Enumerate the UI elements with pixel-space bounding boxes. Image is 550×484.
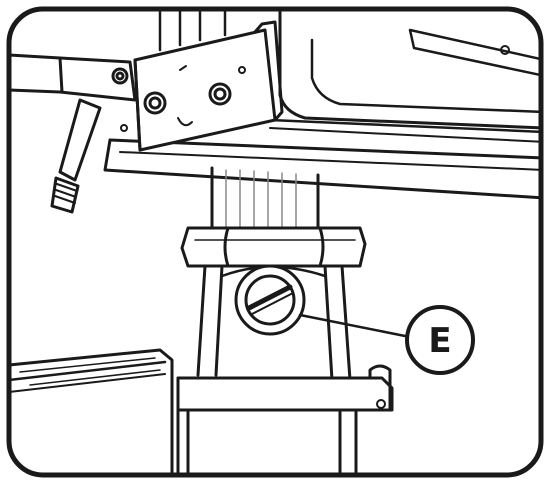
hex-nut <box>180 226 367 268</box>
drawing-group <box>9 9 541 475</box>
lower-left-plate <box>9 348 174 475</box>
mounting-bracket <box>120 9 284 152</box>
slotted-screw <box>234 264 306 336</box>
base-plate <box>176 364 394 475</box>
left-arm <box>9 53 137 214</box>
frame-border <box>6 6 544 478</box>
callout-leader-line <box>298 313 407 338</box>
callout-marker: E <box>405 305 475 375</box>
callout-circle <box>405 305 475 375</box>
callout-label: E <box>428 321 451 361</box>
fork-yoke <box>196 264 352 382</box>
horizontal-rail <box>103 118 541 200</box>
threaded-rod <box>210 166 320 232</box>
